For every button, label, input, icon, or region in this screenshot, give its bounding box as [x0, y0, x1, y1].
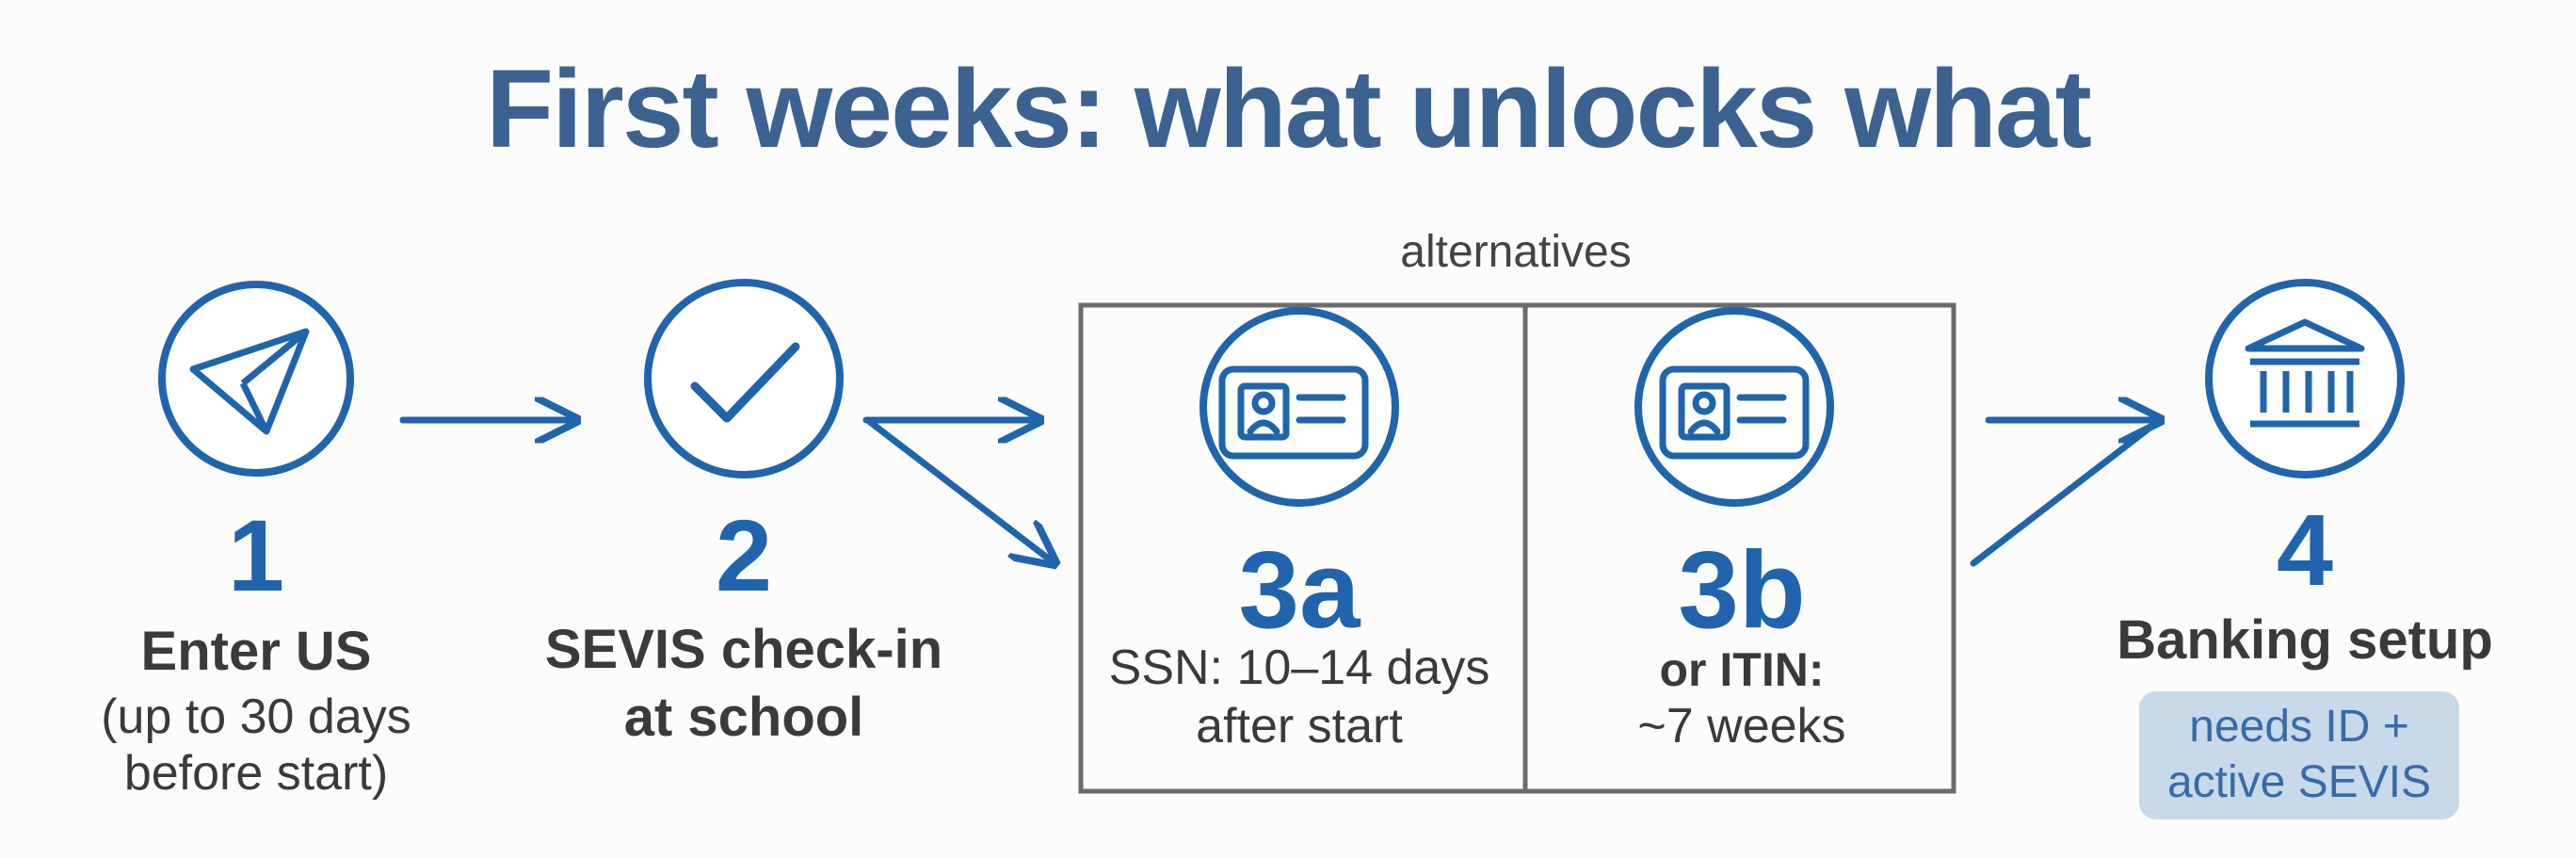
step-3b-circle: [1634, 307, 1834, 507]
step-3a-detail-line-1: SSN: 10–14 days: [1108, 640, 1490, 695]
step-2-label: SEVIS check-in: [544, 619, 943, 680]
step-3a-circle: [1199, 307, 1399, 507]
step-2-label-line-2: at school: [623, 687, 864, 748]
bank-icon: [2245, 318, 2365, 428]
alternatives-label: alternatives: [1400, 227, 1632, 277]
step-1-number: 1: [227, 498, 285, 612]
step-4-circle: [2205, 279, 2405, 478]
arrow-2-to-3-lower: [866, 418, 1055, 563]
paper-plane-icon: [189, 328, 310, 435]
step-1-detail-line-1: (up to 30 days: [101, 689, 411, 744]
step-2-circle: [644, 279, 844, 478]
arrow-group-to-4: [1970, 416, 2164, 567]
alternatives-group: [1078, 302, 1956, 794]
step-3b-label: or ITIN:: [1659, 643, 1825, 696]
step-3a-number: 3a: [1238, 528, 1360, 651]
step-1-circle: [158, 281, 354, 477]
page-title: First weeks: what unlocks what: [486, 47, 2092, 171]
step-2-number: 2: [715, 498, 773, 612]
step-1-detail-line-2: before start): [123, 746, 389, 801]
checkmark-icon: [690, 342, 800, 423]
step-4-label: Banking setup: [2117, 609, 2493, 671]
badge-line-2: active SEVIS: [2166, 757, 2432, 807]
requirement-badge: needs ID + active SEVIS: [2139, 691, 2459, 819]
flow-arrows: [399, 416, 2164, 567]
step-3a-detail-line-2: after start: [1196, 699, 1403, 754]
step-4-number: 4: [2276, 493, 2334, 607]
id-card-icon: [1218, 365, 1369, 460]
badge-line-1: needs ID +: [2189, 702, 2409, 753]
step-1-label: Enter US: [140, 621, 372, 682]
step-3b-detail: ~7 weeks: [1637, 699, 1846, 754]
step-3b-number: 3b: [1678, 528, 1806, 651]
id-card-icon: [1659, 365, 1810, 460]
